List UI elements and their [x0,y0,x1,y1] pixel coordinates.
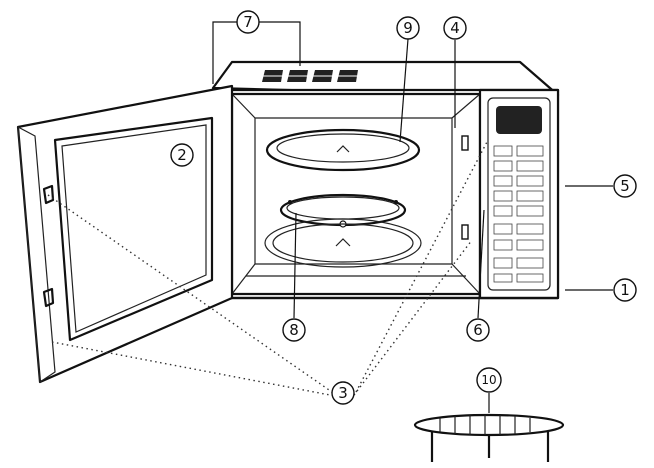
callout-7: 7 [236,10,260,34]
callout-3: 3 [331,381,355,405]
leader-lines [47,21,613,413]
callout-10: 10 [476,367,502,393]
door-hook-lower [42,287,55,308]
callout-9: 9 [396,16,420,40]
callout-1: 1 [613,278,637,302]
door-edge [17,125,56,384]
latch-hole-lower [461,224,469,240]
callout-label: 5 [620,177,630,195]
callout-2: 2 [170,143,194,167]
door-hook-upper [42,184,55,205]
latch-hole-upper [461,135,469,151]
door-window [53,116,214,342]
door [16,84,234,384]
callout-label: 9 [403,19,413,37]
callout-5: 5 [613,174,637,198]
microwave-body [211,60,560,300]
callout-label: 3 [338,384,348,402]
turntable-base [264,218,422,268]
wire-rack [413,413,565,462]
callout-label: 10 [481,373,496,387]
cavity-frame [230,92,482,296]
callout-label: 1 [620,281,630,299]
callout-label: 7 [243,13,253,31]
door-window-inner [61,124,207,333]
callout-label: 2 [177,146,187,164]
ventilation-grille [262,70,358,82]
display-window [496,106,542,134]
callout-8: 8 [282,318,306,342]
callout-4: 4 [443,16,467,40]
control-buttons [493,145,544,283]
callout-label: 4 [450,19,460,37]
glass-turntable-tray [265,128,421,172]
callout-label: 6 [473,321,483,339]
callout-6: 6 [466,318,490,342]
callout-label: 8 [289,321,299,339]
